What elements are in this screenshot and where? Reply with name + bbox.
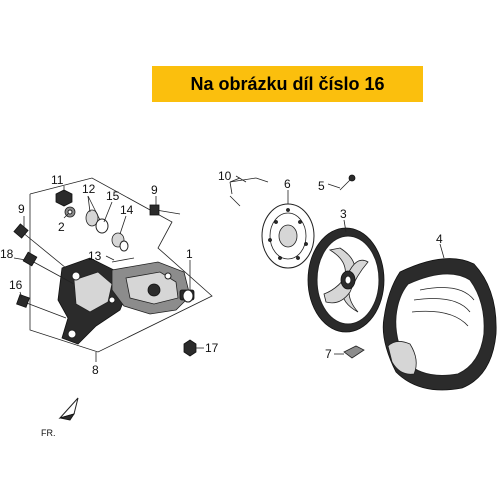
label-12: 12 [82,182,96,196]
label-15: 15 [106,189,120,203]
label-14: 14 [120,203,134,217]
leader-lines [13,177,445,362]
label-4: 4 [436,232,443,246]
tire [382,258,497,391]
part-labels: 11 2 12 15 14 9 18 13 16 9 1 17 8 10 6 5… [0,169,443,438]
nut-11 [55,189,73,207]
label-13: 13 [88,249,102,263]
bolt-13 [111,257,135,263]
label-2: 2 [58,220,65,234]
label-fr: FR. [41,428,56,438]
label-3: 3 [340,207,347,221]
bolt-9-right [149,204,181,216]
label-8: 8 [92,363,99,377]
label-9-left: 9 [18,202,25,216]
label-7: 7 [325,347,332,361]
bushing-12-15 [85,209,109,234]
part-number-banner: Na obrázku díl číslo 16 [152,66,423,102]
label-5: 5 [318,179,325,193]
tire-valve [339,174,356,191]
label-10: 10 [218,169,232,183]
brake-disc [261,203,315,269]
disc-bolts-10 [229,175,269,207]
brake-caliper [111,261,195,315]
banner-text: Na obrázku díl číslo 16 [190,73,385,94]
bolt-1 [182,289,194,303]
label-17: 17 [205,341,219,355]
label-9-right: 9 [151,183,158,197]
bolt-18 [22,251,75,285]
label-18: 18 [0,247,14,261]
bushing-14 [111,232,129,252]
balance-weight [343,345,365,359]
label-1: 1 [186,247,193,261]
label-11: 11 [51,173,64,187]
assembly-outline [29,177,213,353]
wheel-rim [307,227,385,333]
bleeder-17 [183,339,197,357]
bolt-16 [16,294,67,319]
caliper-bracket [57,257,129,345]
label-6: 6 [284,177,291,191]
label-16: 16 [9,278,23,292]
front-direction-arrow [58,397,79,421]
